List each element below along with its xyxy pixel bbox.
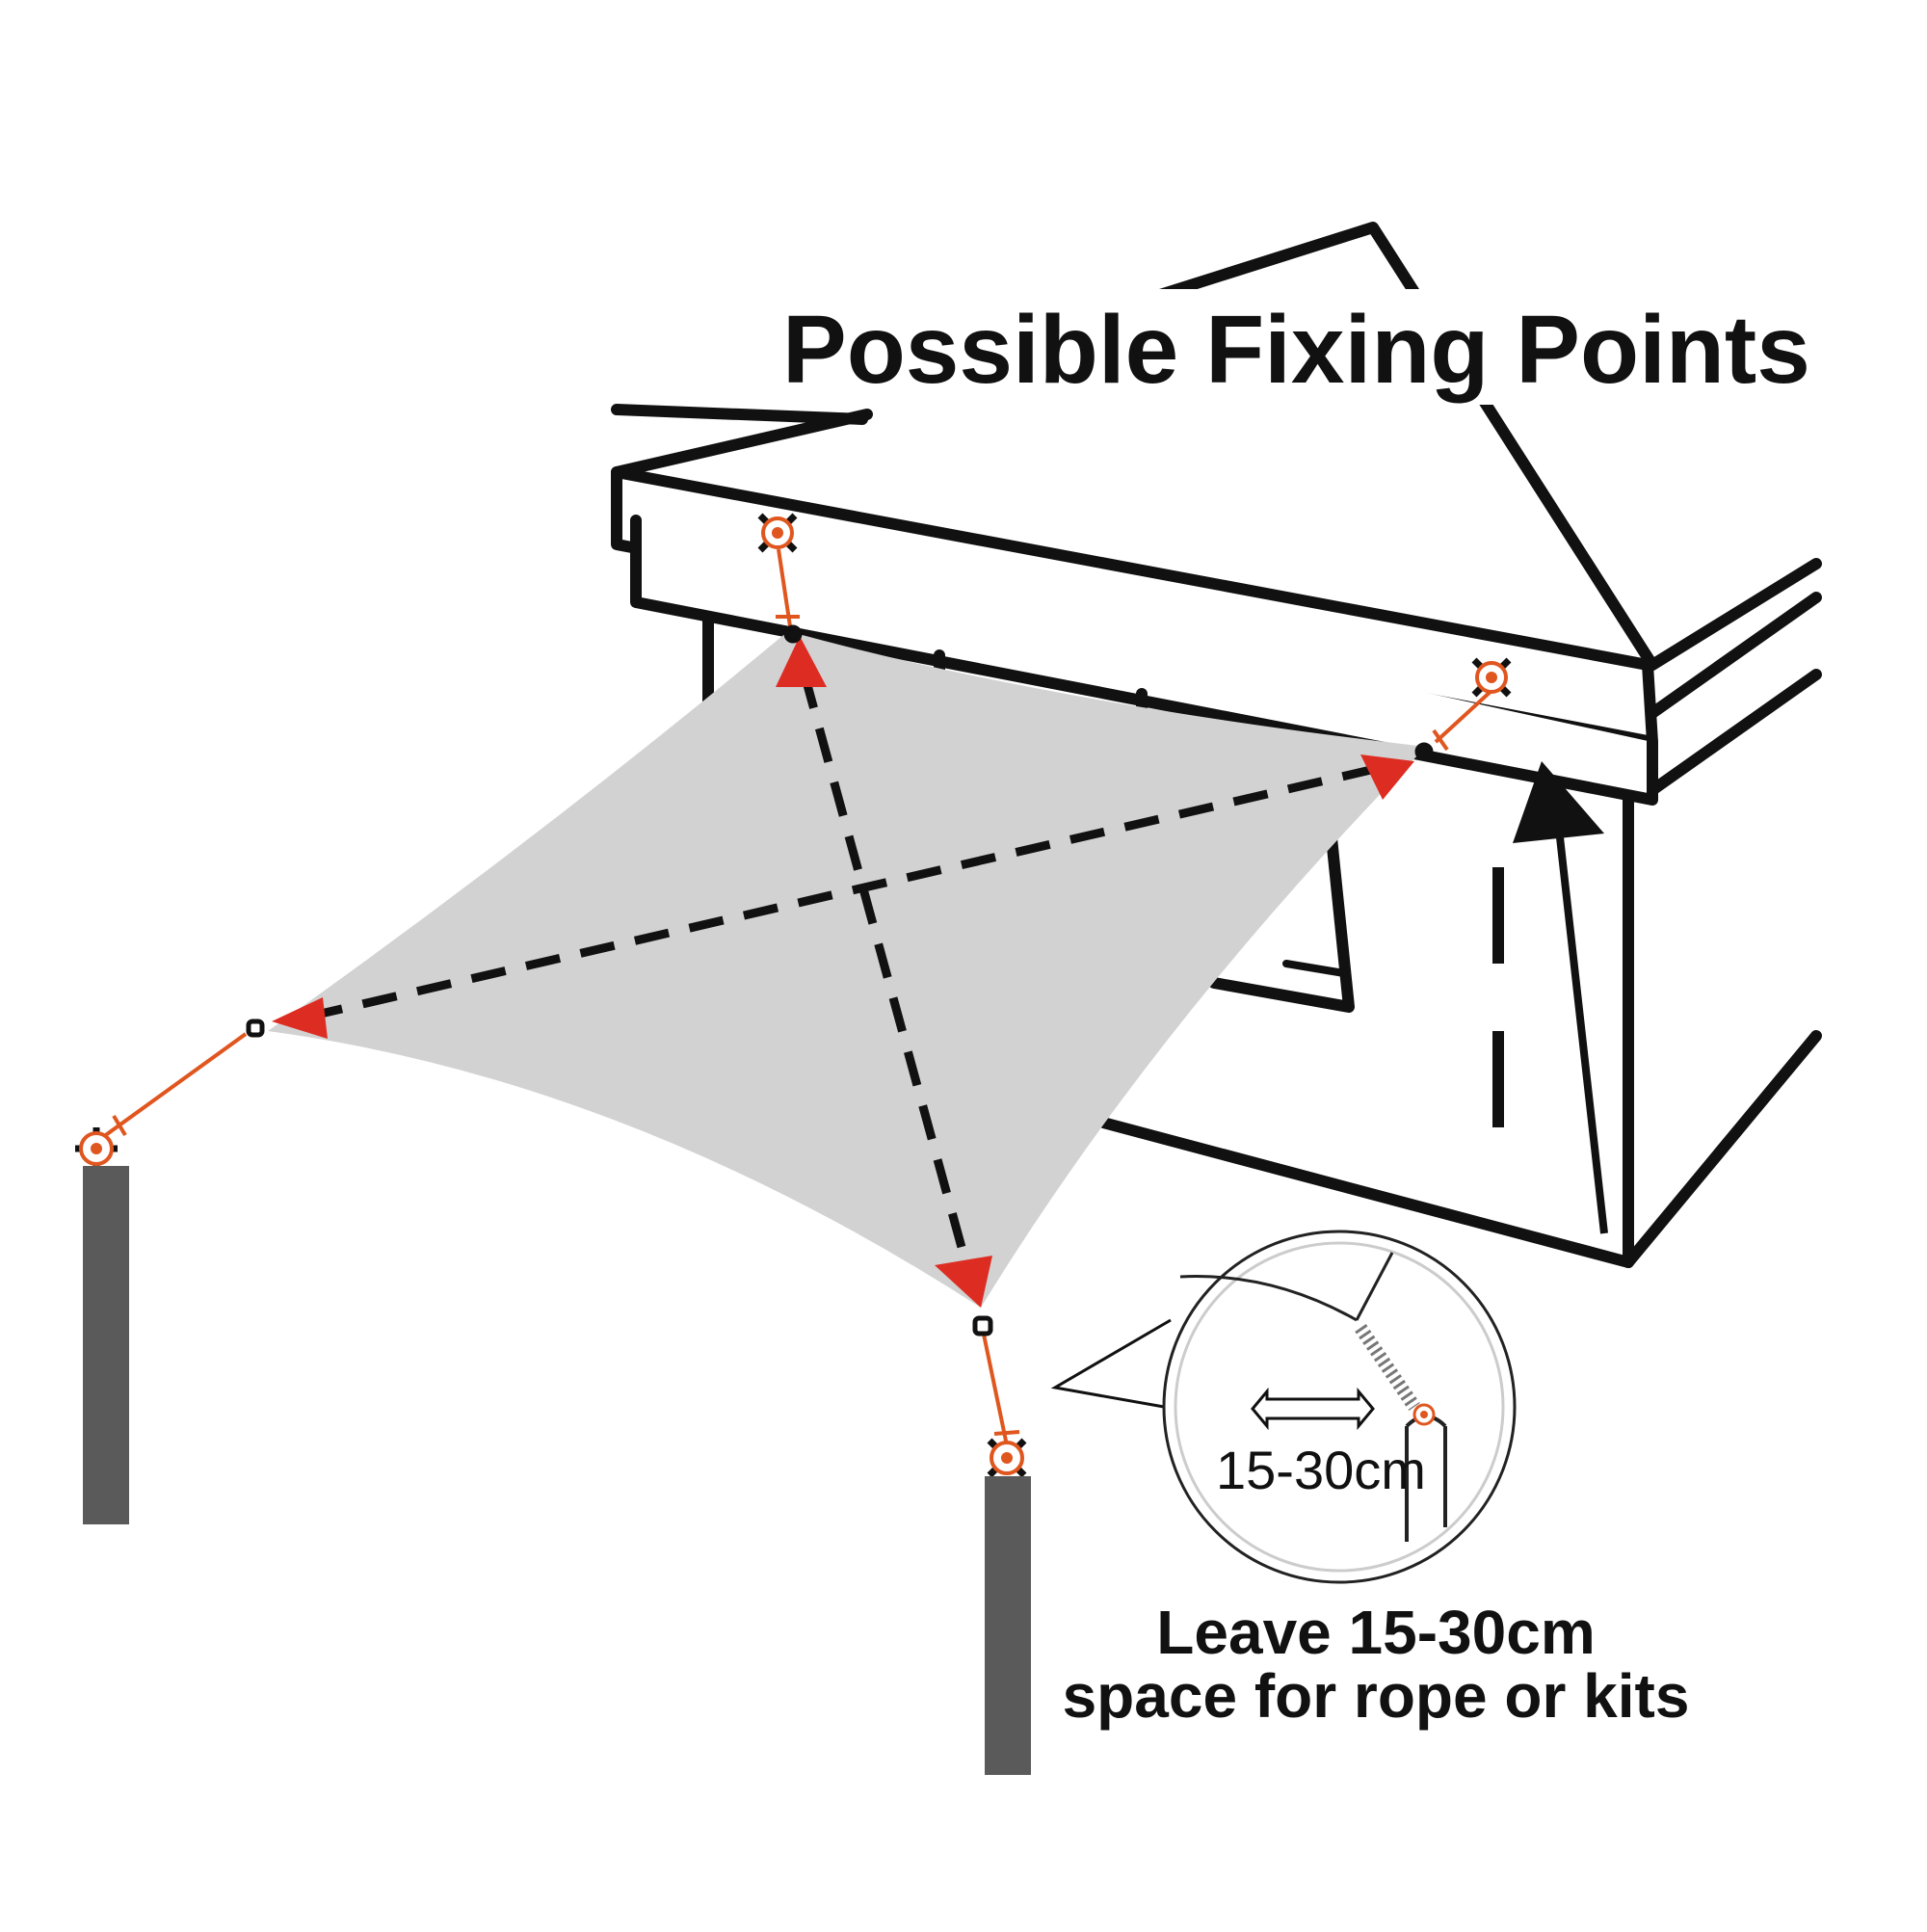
house xyxy=(611,222,1822,1268)
d-ring-icon xyxy=(972,1315,993,1337)
sail-corners xyxy=(272,636,1414,1308)
diagonal-top-bottom xyxy=(800,673,973,1274)
wall-anchor-icon xyxy=(757,513,798,553)
wall-anchor-icon xyxy=(1471,657,1512,698)
tensioner-ticks xyxy=(112,615,1449,1436)
post-right xyxy=(985,1476,1031,1775)
ropes xyxy=(94,548,1495,1446)
wall-anchor-icon xyxy=(1412,1403,1436,1426)
rope-bottom-post xyxy=(981,1329,1009,1446)
d-ring-icon xyxy=(783,624,803,644)
detail-callout: 15-30cm xyxy=(1050,1230,1517,1584)
shade-sail xyxy=(268,631,1426,1308)
callout-circle-outer xyxy=(1162,1230,1517,1584)
wall-bottom xyxy=(1097,1117,1634,1268)
sail-diagonals xyxy=(306,673,1389,1274)
height-arrow-head xyxy=(1513,761,1604,843)
roof-right-edge-2 xyxy=(1647,592,1822,719)
measurement-label: 15-30cm xyxy=(1216,1440,1426,1500)
detail-sail-edge xyxy=(1179,1275,1358,1322)
corner-triangle-icon xyxy=(776,636,827,687)
diagram-title: Possible Fixing Points xyxy=(782,296,1810,404)
d-ring-icon xyxy=(246,1019,265,1038)
eave-top-edge xyxy=(611,409,873,478)
corner-triangle-icon xyxy=(1360,754,1414,800)
height-guide xyxy=(1492,761,1608,1234)
rope-top-wall xyxy=(777,548,792,627)
caption-line-1: Leave 15-30cm xyxy=(1156,1598,1595,1667)
roof-right-edge-3 xyxy=(1647,669,1822,796)
callout-circle-inner xyxy=(1174,1241,1505,1573)
wall-anchor-icon xyxy=(987,1438,1027,1478)
corner-triangle-icon xyxy=(935,1256,992,1308)
corner-triangle-icon xyxy=(272,997,328,1039)
window-inner xyxy=(1282,960,1348,977)
rope-right-wall xyxy=(1434,687,1495,744)
d-ring-icon xyxy=(1414,742,1434,761)
roof-gable xyxy=(1136,222,1658,671)
roof-ridge-top xyxy=(611,404,868,425)
anchors xyxy=(75,513,1512,1478)
post-left xyxy=(83,1166,129,1524)
roof-right-edge-1 xyxy=(1647,558,1822,671)
side-wall-bottom xyxy=(1623,1030,1822,1268)
rope-left-post xyxy=(94,1032,248,1144)
callout-pointer xyxy=(1050,1318,1172,1409)
caption-line-2: space for rope or kits xyxy=(1063,1661,1690,1731)
detail-rope xyxy=(1355,1324,1420,1411)
diagonal-left-right xyxy=(306,761,1389,1021)
detail-sail-edge-2 xyxy=(1355,1252,1394,1321)
posts xyxy=(83,1166,1031,1775)
double-arrow-icon xyxy=(1251,1387,1375,1431)
d-rings xyxy=(246,624,1434,1337)
wall-anchor-icon xyxy=(75,1127,118,1170)
height-arrow-shaft xyxy=(1555,828,1608,1234)
